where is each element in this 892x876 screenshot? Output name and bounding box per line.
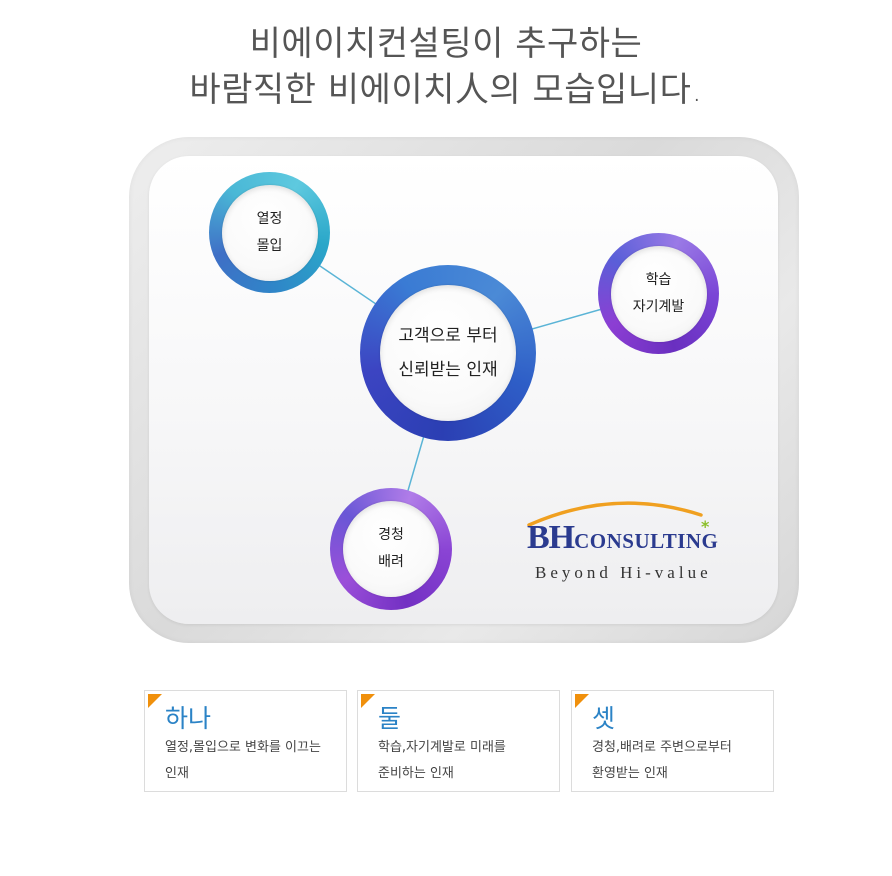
corner-triangle-icon: [361, 694, 375, 708]
logo-bh-text: BH: [527, 519, 575, 556]
node-learning-line2: 자기계발: [632, 298, 685, 315]
page-heading-line2: 바람직한 비에이치人의 모습입니다.: [189, 70, 703, 110]
node-passion-line2: 몰입: [256, 237, 283, 254]
node-care-line1: 경청: [378, 527, 404, 543]
node-learning: 학습 자기계발: [598, 233, 719, 354]
node-passion: 열정 몰입: [209, 172, 330, 293]
company-logo: * BHCONSULTING Beyond Hi-value: [525, 495, 750, 590]
node-center-line1: 고객으로 부터: [398, 326, 498, 346]
value-card-2: 둘 학습,자기계발로 미래를 준비하는 인재: [357, 690, 560, 792]
node-care: 경청 배려: [330, 488, 452, 610]
node-passion-line1: 열정: [256, 210, 283, 227]
value-card-title: 하나: [165, 704, 212, 733]
logo-star-icon: *: [701, 517, 710, 536]
value-card-desc: 학습,자기계발로 미래를 준비하는 인재: [378, 740, 506, 781]
node-care-line2: 배려: [378, 554, 404, 570]
value-card-1: 하나 열정,몰입으로 변화를 이끄는 인재: [144, 690, 347, 792]
value-card-desc: 경청,배려로 주변으로부터 환영받는 인재: [592, 740, 732, 781]
value-card-title: 둘: [378, 704, 402, 733]
value-card-desc: 열정,몰입으로 변화를 이끄는 인재: [165, 740, 321, 781]
value-card-3: 셋 경청,배려로 주변으로부터 환영받는 인재: [571, 690, 774, 792]
logo-consulting-text: CONSULTING: [574, 529, 719, 553]
node-center: 고객으로 부터 신뢰받는 인재: [360, 265, 536, 441]
node-learning-line1: 학습: [645, 271, 672, 288]
logo-arc-icon: [527, 501, 703, 527]
corner-triangle-icon: [148, 694, 162, 708]
corner-triangle-icon: [575, 694, 589, 708]
node-center-line2: 신뢰받는 인재: [398, 360, 498, 380]
logo-tagline: Beyond Hi-value: [535, 563, 712, 582]
page-heading-line1: 비에이치컨설팅이 추구하는: [249, 24, 643, 64]
value-card-title: 셋: [592, 704, 616, 733]
